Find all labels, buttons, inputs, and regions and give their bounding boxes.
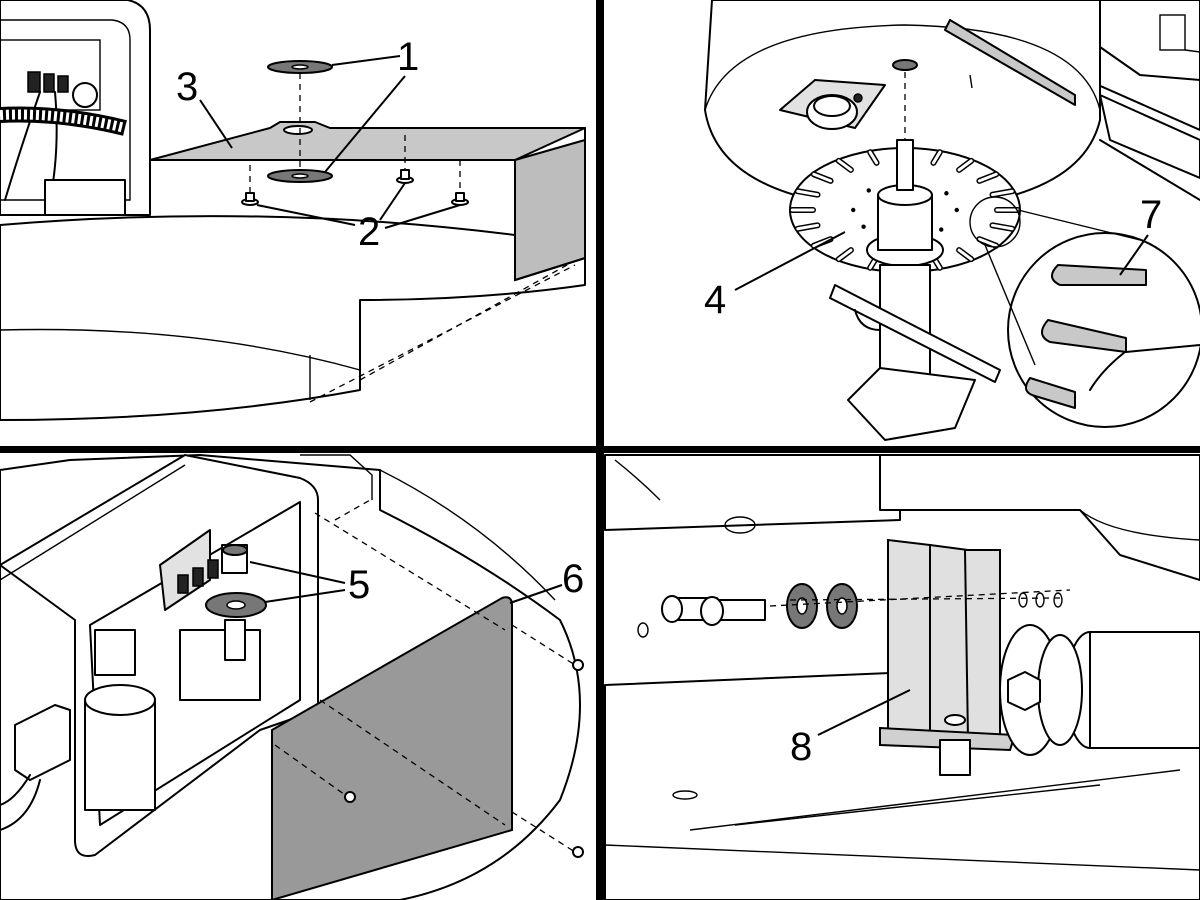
wheel-slot-inner bbox=[990, 223, 1014, 231]
panel-top-right: 4 7 bbox=[704, 0, 1200, 441]
callout-6: 6 bbox=[562, 557, 584, 601]
wheel-slot-inner bbox=[868, 150, 879, 165]
wheel-slot-inner bbox=[977, 237, 998, 248]
wheel-slot-inner bbox=[796, 223, 820, 231]
callout-5: 5 bbox=[348, 563, 370, 607]
wheel-slot-inner bbox=[931, 150, 942, 165]
panel-bottom-left: 5 6 bbox=[0, 454, 584, 900]
callout-3: 3 bbox=[176, 65, 198, 109]
wheel-hole bbox=[861, 224, 866, 229]
bracket bbox=[887, 538, 931, 737]
wheel-slot-inner bbox=[990, 189, 1014, 197]
wheel-hole bbox=[939, 227, 944, 232]
callout-4: 4 bbox=[704, 278, 726, 322]
cover-plate bbox=[271, 596, 513, 900]
panel-bottom-right: 8 bbox=[604, 454, 1200, 900]
wheel-hole bbox=[851, 207, 856, 213]
callout-1: 1 bbox=[397, 35, 419, 79]
wheel-hole bbox=[866, 188, 871, 193]
wheel-slot-inner bbox=[837, 248, 853, 261]
corrugated-hose bbox=[0, 106, 127, 136]
wheel-slot-inner bbox=[977, 172, 998, 183]
wheel-slot-inner bbox=[837, 159, 853, 172]
wheel-slot-inner bbox=[796, 189, 820, 197]
base-drum bbox=[0, 215, 586, 421]
wheel-slot-inner bbox=[957, 248, 973, 261]
panel-top-left: 1 2 3 bbox=[0, 0, 586, 421]
callout-2: 2 bbox=[358, 210, 380, 254]
wheel-hole bbox=[944, 191, 949, 196]
wheel-slot-inner bbox=[812, 172, 833, 183]
wheel-slot-inner bbox=[957, 159, 973, 172]
callout-8: 8 bbox=[790, 725, 812, 769]
callout-7: 7 bbox=[1140, 193, 1162, 237]
wheel-hole bbox=[954, 207, 959, 213]
divider-horizontal bbox=[0, 446, 1200, 453]
detail-zoom-circle bbox=[1007, 232, 1200, 428]
control-box bbox=[0, 0, 151, 216]
